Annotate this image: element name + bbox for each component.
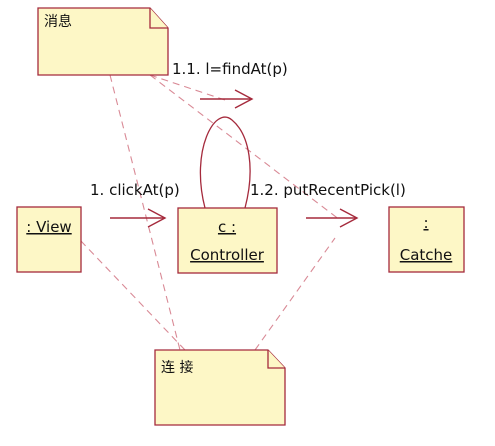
message-1-1-arrow bbox=[200, 89, 254, 109]
link-note-text: 连 接 bbox=[161, 359, 193, 376]
note-links bbox=[79, 74, 341, 351]
view-object-label: : View bbox=[26, 218, 71, 236]
controller-object-label-1: c : bbox=[218, 218, 236, 236]
message-1-2-label: 1.2. putRecentPick(l) bbox=[250, 181, 406, 199]
catche-object-label-1: : bbox=[423, 214, 428, 232]
message-note: 消息 bbox=[37, 7, 169, 76]
link-note: 连 接 bbox=[154, 349, 286, 426]
message-note-link-to-putrecentpick-arrow bbox=[149, 74, 341, 221]
catche-object[interactable]: : Catche bbox=[388, 206, 465, 273]
link-note-link-to-view bbox=[79, 239, 186, 351]
message-note-link-to-view-arrow bbox=[109, 74, 181, 351]
message-1-1-label: 1.1. l=findAt(p) bbox=[172, 60, 288, 78]
message-note-link-to-findat-arrow bbox=[149, 74, 226, 101]
controller-object[interactable]: c : Controller bbox=[177, 207, 278, 274]
link-note-link-to-catche bbox=[254, 237, 336, 351]
message-1-arrow bbox=[110, 208, 167, 228]
message-note-text: 消息 bbox=[44, 13, 72, 30]
controller-self-loop bbox=[199, 116, 251, 209]
message-1-2-arrow bbox=[306, 208, 359, 228]
controller-object-label-2: Controller bbox=[190, 246, 265, 264]
message-1-label: 1. clickAt(p) bbox=[90, 181, 180, 199]
catche-object-label-2: Catche bbox=[400, 246, 453, 264]
view-object[interactable]: : View bbox=[16, 206, 82, 273]
